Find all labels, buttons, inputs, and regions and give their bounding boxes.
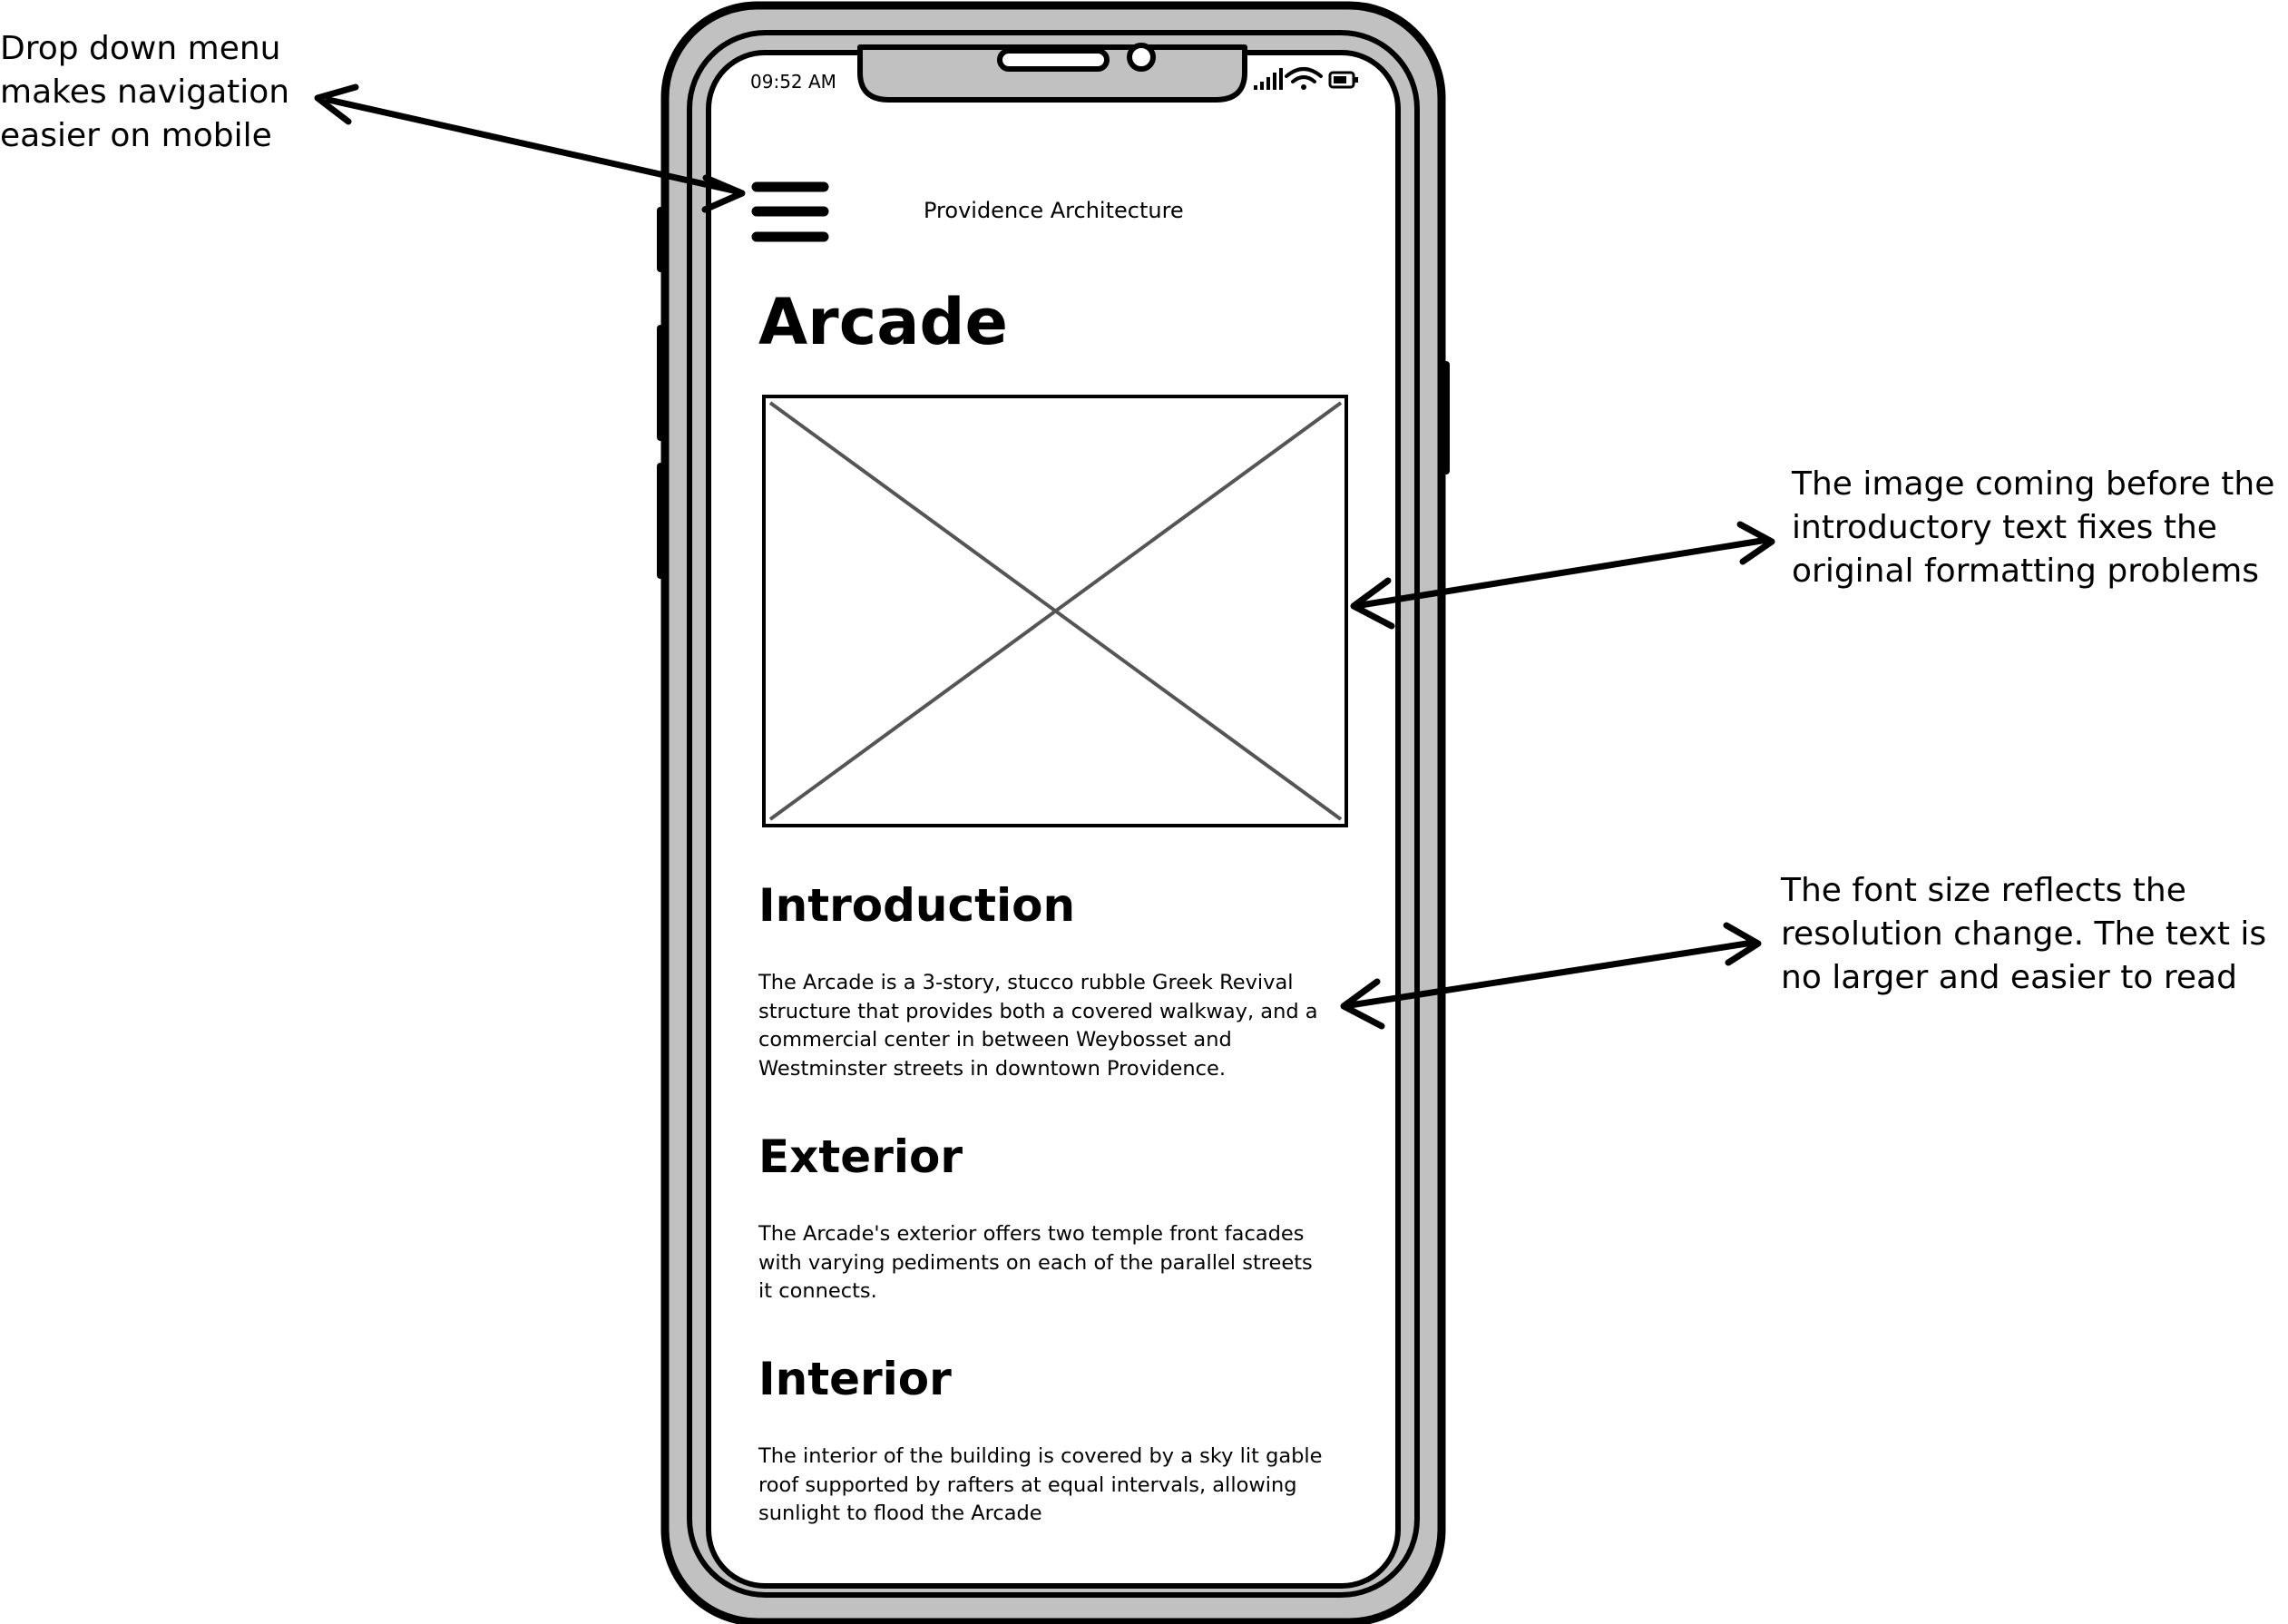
annotation-line: The image coming before the	[1792, 465, 2275, 503]
image-placeholder-icon	[762, 395, 1348, 827]
annotation-line: easier on mobile	[0, 117, 272, 154]
annotation-line: resolution change. The text is	[1781, 915, 2267, 953]
speaker-grille	[997, 48, 1110, 72]
body-line: Westminster streets in downtown Providen…	[758, 1056, 1227, 1081]
annotation-font-note: The font size reflects the resolution ch…	[1781, 869, 2266, 1000]
page-title: Arcade	[758, 285, 1009, 359]
section-body-introduction: The Arcade is a 3-story, stucco rubble G…	[758, 969, 1348, 1083]
annotation-line: original formatting problems	[1792, 553, 2260, 590]
body-line: The interior of the building is covered …	[758, 1444, 1323, 1468]
body-line: The Arcade's exterior offers two temple …	[758, 1222, 1305, 1246]
section-heading-interior: Interior	[758, 1353, 952, 1405]
annotation-line: makes navigation	[0, 73, 290, 111]
body-line: The Arcade is a 3-story, stucco rubble G…	[758, 971, 1294, 994]
arrow-to-image	[1350, 521, 1775, 630]
arrow-to-body-text	[1340, 922, 1762, 1030]
body-line: it connects.	[758, 1279, 877, 1303]
app-title[interactable]: Providence Architecture	[924, 198, 1184, 223]
arrow-to-menu	[314, 83, 746, 213]
menu-button[interactable]	[742, 176, 833, 250]
annotation-line: introductory text fixes the	[1792, 509, 2217, 546]
annotation-menu-note: Drop down menu makes navigation easier o…	[0, 27, 289, 158]
wifi-icon	[1285, 67, 1323, 90]
annotation-line: no larger and easier to read	[1781, 959, 2237, 996]
hero-image	[760, 394, 1344, 825]
annotation-line: Drop down menu	[0, 30, 281, 67]
section-body-exterior: The Arcade's exterior offers two temple …	[758, 1220, 1348, 1306]
body-line: with varying pediments on each of the pa…	[758, 1250, 1313, 1275]
hamburger-menu-icon	[751, 181, 829, 242]
body-line: commercial center in between Weybosset a…	[758, 1028, 1232, 1052]
body-line: sunlight to flood the Arcade	[758, 1502, 1042, 1525]
annotation-line: The font size reflects the	[1781, 872, 2186, 909]
section-body-interior: The interior of the building is covered …	[758, 1443, 1348, 1529]
signal-icon	[1254, 68, 1283, 90]
battery-icon	[1328, 71, 1358, 89]
front-camera	[1127, 43, 1156, 72]
status-bar-time: 09:52 AM	[750, 71, 836, 93]
section-heading-exterior: Exterior	[758, 1130, 963, 1183]
annotation-image-note: The image coming before the introductory…	[1792, 463, 2274, 593]
body-line: structure that provides both a covered w…	[758, 999, 1318, 1023]
body-line: roof supported by rafters at equal inter…	[758, 1472, 1297, 1497]
section-heading-introduction: Introduction	[758, 879, 1076, 932]
